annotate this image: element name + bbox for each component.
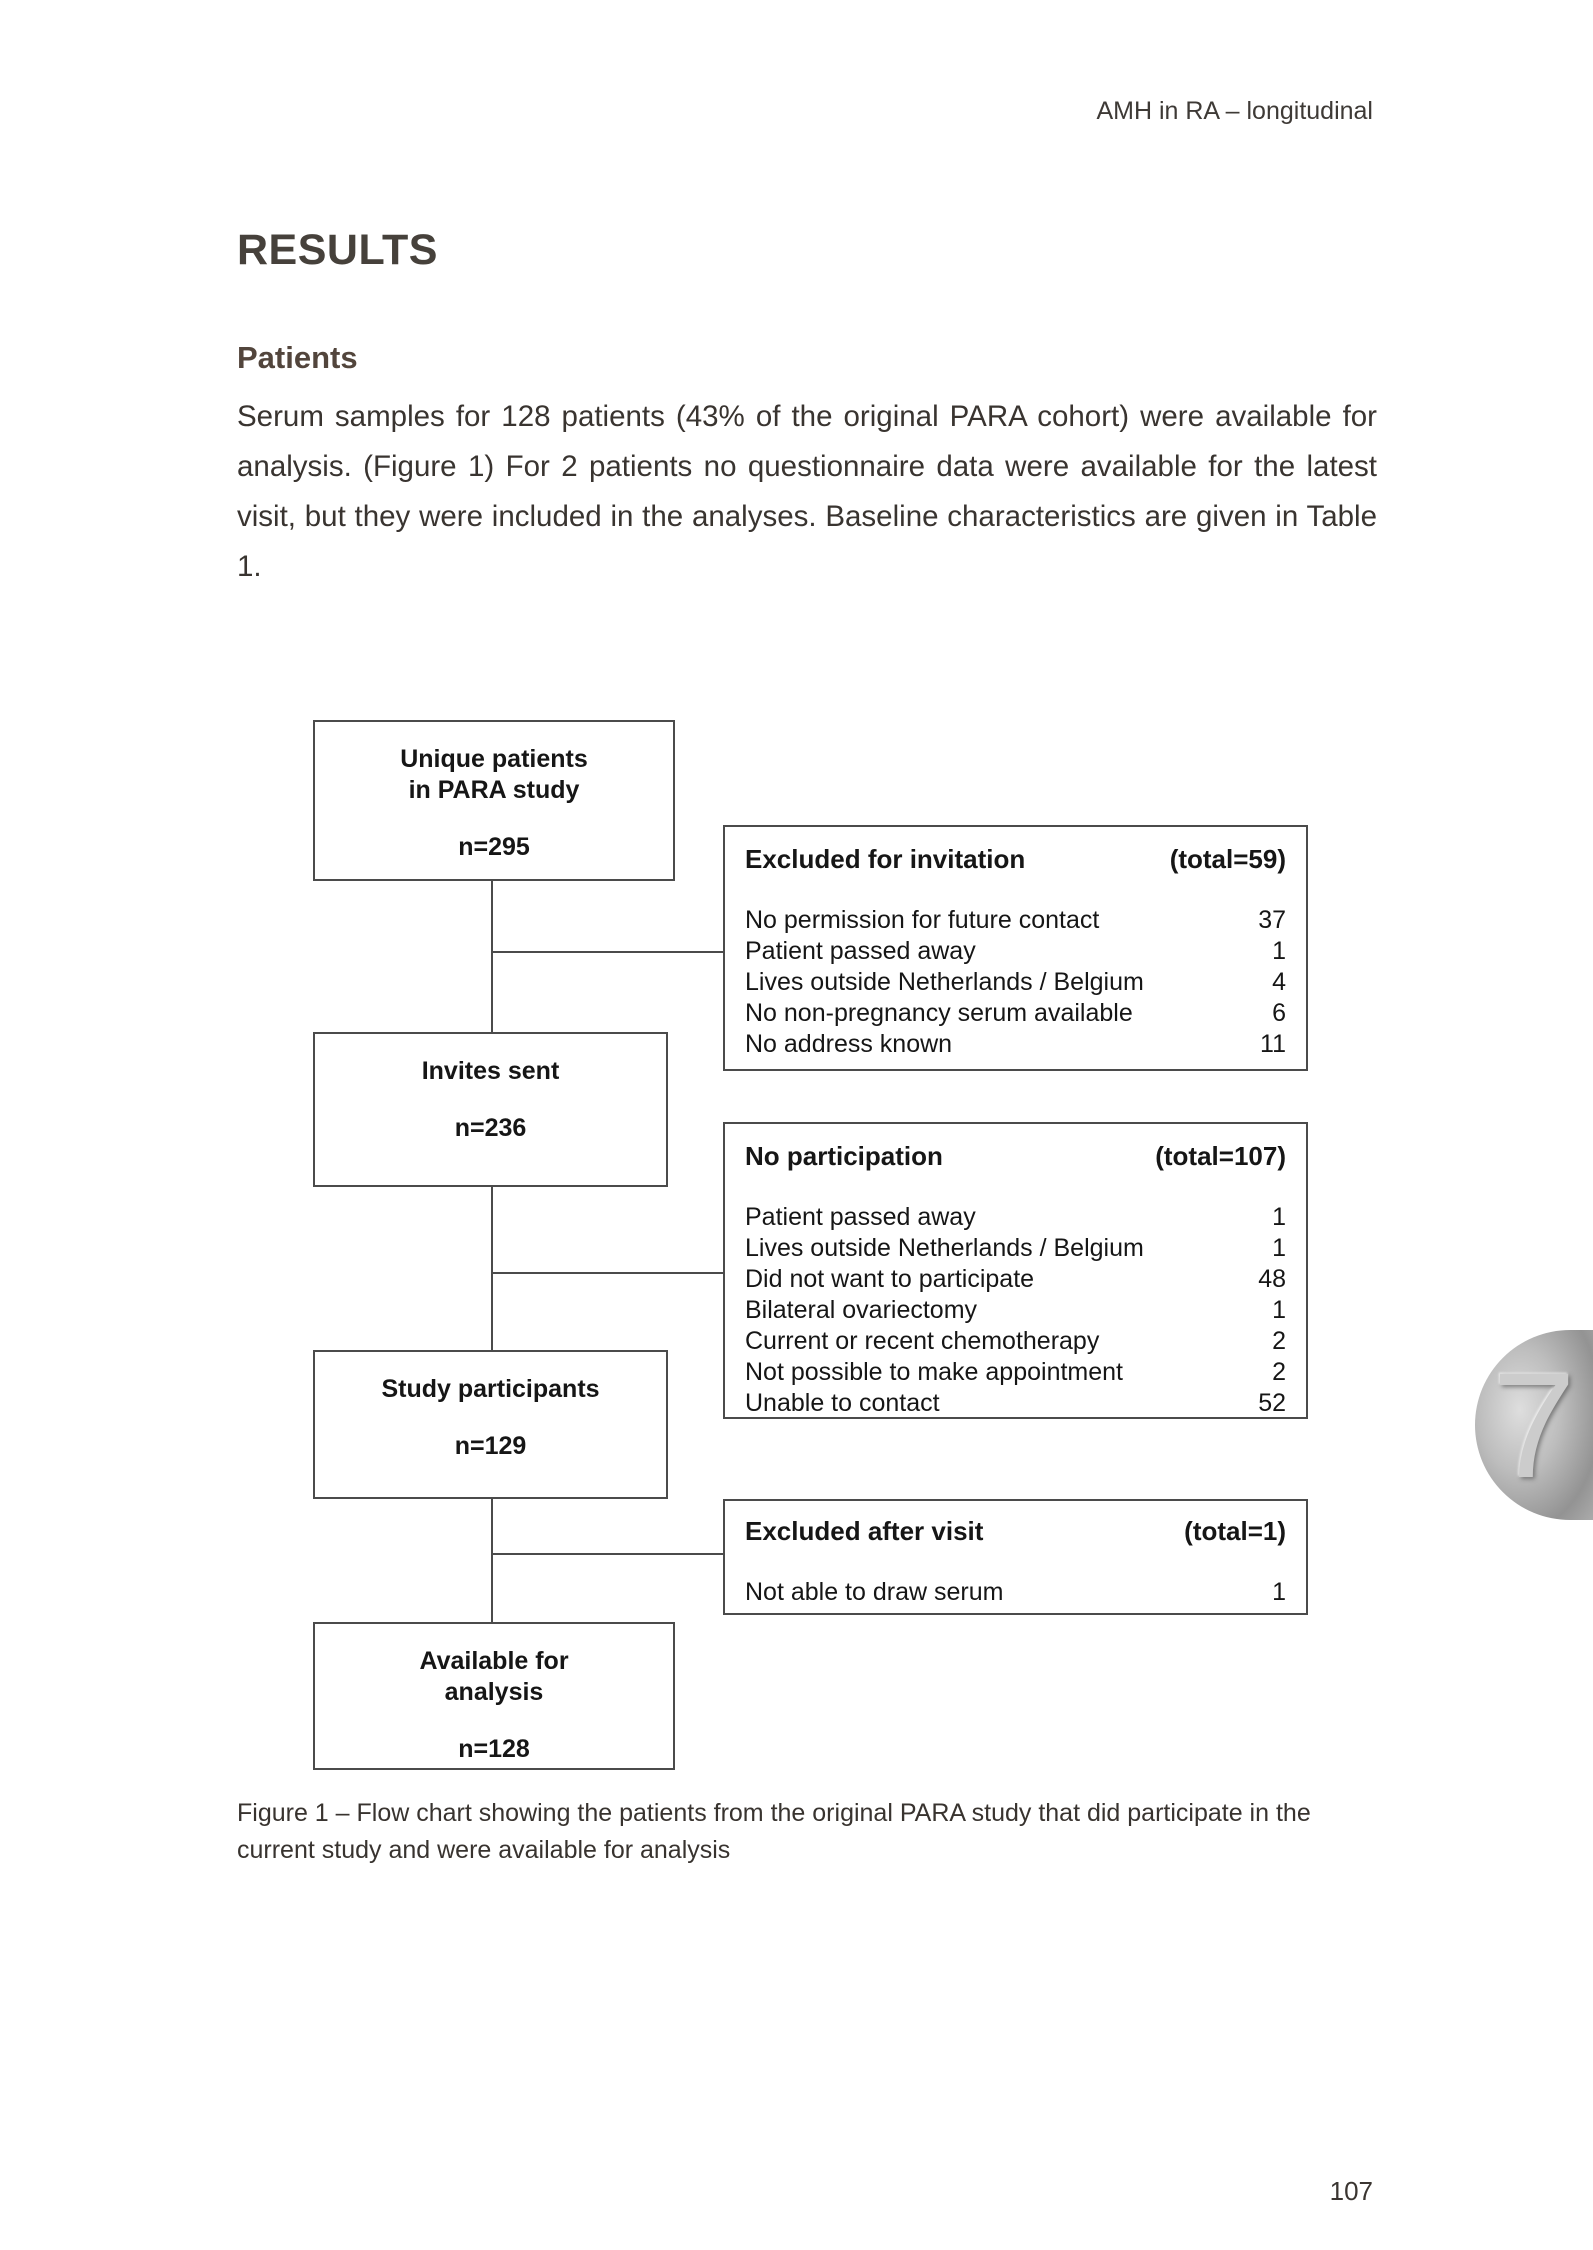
item-label: Bilateral ovariectomy xyxy=(745,1296,978,1324)
side-box-total: (total=1) xyxy=(1184,1516,1286,1546)
list-item: No non-pregnancy serum available 6 xyxy=(745,998,1286,1029)
list-item: Not possible to make appointment 2 xyxy=(745,1357,1286,1388)
item-label: No non-pregnancy serum available xyxy=(745,999,1133,1027)
flow-box-count: n=128 xyxy=(458,1735,530,1763)
body-paragraph: Serum samples for 128 patients (43% of t… xyxy=(237,400,1377,583)
list-item: Not able to draw serum 1 xyxy=(745,1577,1286,1608)
connector-line xyxy=(491,881,493,1032)
item-label: Patient passed away xyxy=(745,1203,976,1231)
section-title: RESULTS xyxy=(237,226,438,274)
item-label: Did not want to participate xyxy=(745,1265,1035,1293)
page-number: 107 xyxy=(1329,2176,1373,2206)
item-label: Not possible to make appointment xyxy=(745,1358,1123,1386)
flow-box-count: n=129 xyxy=(454,1432,527,1460)
list-item: Bilateral ovariectomy 1 xyxy=(745,1295,1286,1326)
flow-box-title: Unique patients in PARA study xyxy=(400,745,588,804)
chapter-number: 7 xyxy=(1492,1340,1576,1509)
flow-box-study-participants: Study participants n=129 xyxy=(313,1350,668,1499)
item-label: Lives outside Netherlands / Belgium xyxy=(745,1234,1144,1262)
item-label: Current or recent chemotherapy xyxy=(745,1327,1100,1355)
connector-line xyxy=(491,1187,493,1350)
connector-line xyxy=(493,951,723,953)
running-header: AMH in RA – longitudinal xyxy=(1096,97,1373,125)
side-box-items: Patient passed away 1 Lives outside Neth… xyxy=(745,1202,1286,1419)
item-value: 1 xyxy=(1272,937,1286,965)
side-box-items: No permission for future contact 37 Pati… xyxy=(745,905,1286,1060)
item-value: 2 xyxy=(1272,1327,1286,1355)
item-value: 1 xyxy=(1272,1296,1286,1324)
item-value: 1 xyxy=(1272,1578,1286,1606)
list-item: Unable to contact 52 xyxy=(745,1388,1286,1419)
item-value: 37 xyxy=(1258,906,1286,934)
side-box-title: Excluded after visit xyxy=(745,1516,984,1546)
side-box-no-participation: No participation (total=107) Patient pas… xyxy=(723,1122,1308,1419)
subsection-title: Patients xyxy=(237,340,358,375)
side-box-title: Excluded for invitation xyxy=(745,844,1026,874)
item-value: 6 xyxy=(1272,999,1286,1027)
list-item: Lives outside Netherlands / Belgium 1 xyxy=(745,1233,1286,1264)
item-value: 48 xyxy=(1258,1265,1286,1293)
list-item: Patient passed away 1 xyxy=(745,1202,1286,1233)
item-value: 1 xyxy=(1272,1234,1286,1262)
figure-caption: Figure 1 – Flow chart showing the patien… xyxy=(237,1799,1311,1864)
chapter-tab: 7 xyxy=(1475,1330,1593,1520)
item-value: 52 xyxy=(1258,1389,1286,1417)
side-box-excluded-after-visit: Excluded after visit (total=1) Not able … xyxy=(723,1499,1308,1615)
list-item: Patient passed away 1 xyxy=(745,936,1286,967)
flow-box-invites-sent: Invites sent n=236 xyxy=(313,1032,668,1187)
item-value: 11 xyxy=(1260,1030,1286,1058)
connector-line xyxy=(491,1499,493,1622)
list-item: No address known 11 xyxy=(745,1029,1286,1060)
flow-box-title: Available for analysis xyxy=(419,1647,569,1706)
side-box-total: (total=59) xyxy=(1169,844,1286,874)
item-value: 1 xyxy=(1272,1203,1286,1231)
side-box-header: Excluded for invitation (total=59) xyxy=(745,844,1286,875)
item-label: No address known xyxy=(745,1030,953,1058)
side-box-title: No participation xyxy=(745,1141,943,1171)
list-item: Current or recent chemotherapy 2 xyxy=(745,1326,1286,1357)
side-box-header: Excluded after visit (total=1) xyxy=(745,1516,1286,1547)
side-box-items: Not able to draw serum 1 xyxy=(745,1577,1286,1608)
side-box-total: (total=107) xyxy=(1155,1141,1286,1171)
item-label: Lives outside Netherlands / Belgium xyxy=(745,968,1144,996)
item-label: Patient passed away xyxy=(745,937,976,965)
list-item: Did not want to participate 48 xyxy=(745,1264,1286,1295)
item-label: No permission for future contact xyxy=(745,906,1100,934)
flow-box-title: Study participants xyxy=(381,1375,600,1403)
connector-line xyxy=(493,1553,723,1555)
flow-box-available-for-analysis: Available for analysis n=128 xyxy=(313,1622,675,1770)
item-label: Unable to contact xyxy=(745,1389,940,1417)
side-box-excluded-for-invitation: Excluded for invitation (total=59) No pe… xyxy=(723,825,1308,1071)
flow-box-count: n=295 xyxy=(458,833,530,861)
connector-line xyxy=(493,1272,723,1274)
list-item: Lives outside Netherlands / Belgium 4 xyxy=(745,967,1286,998)
side-box-header: No participation (total=107) xyxy=(745,1141,1286,1172)
flow-box-unique-patients: Unique patients in PARA study n=295 xyxy=(313,720,675,881)
item-value: 4 xyxy=(1272,968,1286,996)
flow-box-count: n=236 xyxy=(454,1114,527,1142)
list-item: No permission for future contact 37 xyxy=(745,905,1286,936)
item-label: Not able to draw serum xyxy=(745,1578,1004,1606)
item-value: 2 xyxy=(1272,1358,1286,1386)
flow-box-title: Invites sent xyxy=(421,1057,560,1085)
